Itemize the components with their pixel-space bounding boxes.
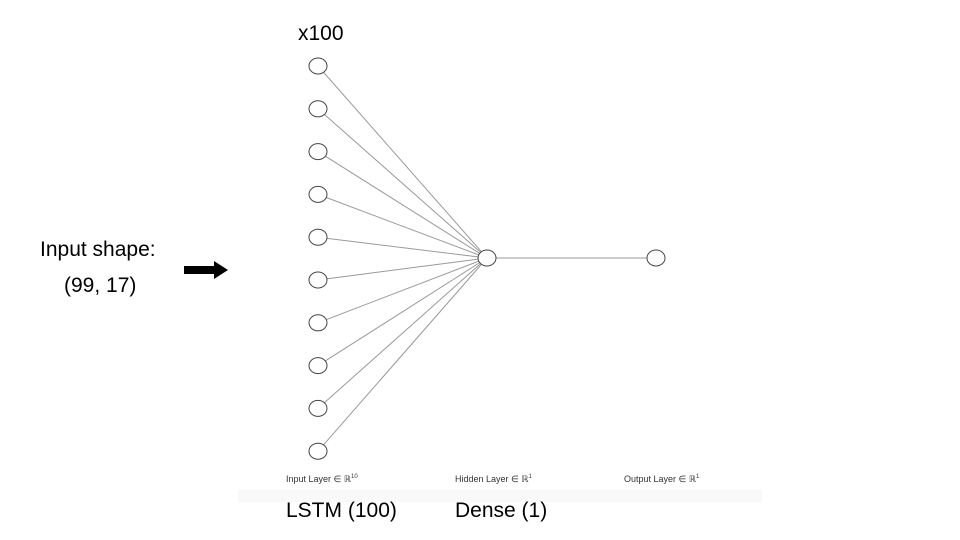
caption-band xyxy=(238,490,762,502)
output-layer-caption: Output Layer ∈ ℝ1 xyxy=(624,474,700,484)
edge-line xyxy=(317,257,488,452)
input-node xyxy=(308,185,328,203)
edge-line xyxy=(317,257,488,324)
edge-line xyxy=(317,193,488,259)
input-node xyxy=(308,357,328,375)
edge-line xyxy=(317,257,488,281)
hidden-node xyxy=(477,249,497,267)
neuron-count-label: x100 xyxy=(298,22,344,45)
input-shape-title: Input shape: xyxy=(40,238,156,261)
edge-line xyxy=(317,151,488,259)
output-node xyxy=(646,249,666,267)
edge-line xyxy=(317,257,488,367)
network-edges xyxy=(317,65,656,452)
dense-layer-label: Dense (1) xyxy=(455,499,548,522)
edge-line xyxy=(317,65,488,259)
input-node xyxy=(308,442,328,460)
input-node xyxy=(308,100,328,118)
input-node xyxy=(308,399,328,417)
input-node xyxy=(308,57,328,75)
input-node xyxy=(308,314,328,332)
network-nodes xyxy=(308,57,666,460)
input-node xyxy=(308,271,328,289)
input-node xyxy=(308,228,328,246)
input-layer-caption: Input Layer ∈ ℝ10 xyxy=(286,474,358,484)
edge-line xyxy=(317,236,488,259)
edge-line xyxy=(317,257,488,409)
edge-line xyxy=(317,108,488,259)
right-arrow-icon xyxy=(184,261,228,279)
input-node xyxy=(308,143,328,161)
input-shape-value: (99, 17) xyxy=(64,274,137,297)
lstm-layer-label: LSTM (100) xyxy=(286,499,397,522)
hidden-layer-caption: Hidden Layer ∈ ℝ1 xyxy=(455,474,532,484)
